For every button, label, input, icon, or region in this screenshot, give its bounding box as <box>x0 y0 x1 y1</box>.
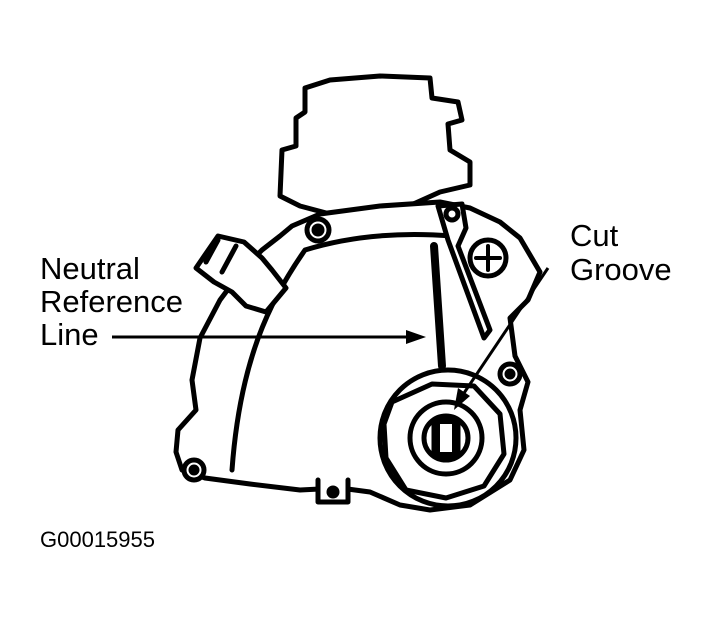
leader-cut-groove <box>454 267 550 410</box>
label-reference: Reference <box>40 284 184 319</box>
upper-arm <box>435 201 493 341</box>
connector-housing <box>277 73 473 217</box>
side-plug <box>193 233 289 315</box>
figure-id: G00015955 <box>40 527 155 552</box>
label-groove: Groove <box>570 252 672 287</box>
leader-neutral-reference <box>112 330 426 344</box>
neutral-reference-line-mark <box>430 242 446 370</box>
label-cut: Cut <box>570 218 619 253</box>
label-line: Line <box>40 317 99 352</box>
label-neutral: Neutral <box>40 251 140 286</box>
